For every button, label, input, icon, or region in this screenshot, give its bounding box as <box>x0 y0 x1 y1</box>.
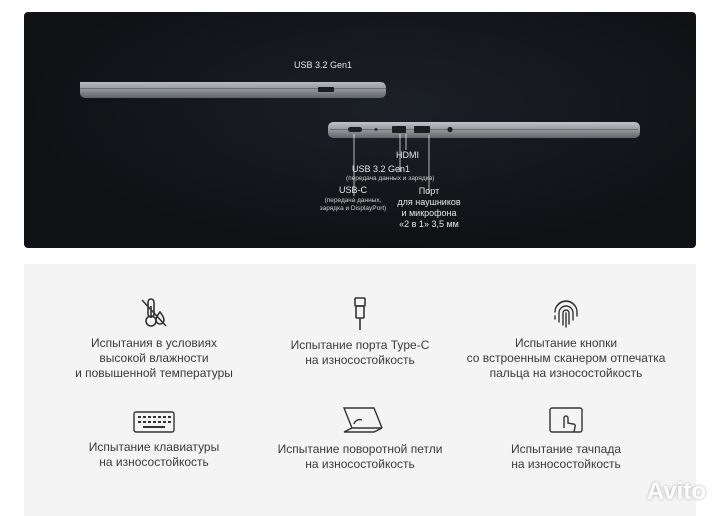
test-item-hinge: Испытание поворотной петли на износостой… <box>250 404 470 472</box>
audio-label-1: Порт <box>418 186 440 196</box>
touchpad-icon <box>549 407 583 433</box>
audio-label-2: для наушников <box>397 197 461 207</box>
test-label-humidity: Испытания в условиях высокой влажности и… <box>75 336 233 380</box>
test-item-keyboard: Испытание клавиатуры на износостойкость <box>44 410 264 470</box>
durability-tests-panel: Испытания в условиях высокой влажности и… <box>24 264 696 516</box>
humidity-temperature-icon <box>141 298 167 327</box>
laptop-left-side-image <box>80 82 386 98</box>
test-label-fingerprint: Испытание кнопки со встроенным сканером … <box>466 336 666 380</box>
test-item-touchpad: Испытание тачпада на износостойкость <box>456 406 676 472</box>
fingerprint-icon <box>554 300 578 328</box>
hdmi-label: HDMI <box>396 150 419 160</box>
usbc-sub-label-2: зарядка и DisplayPort) <box>319 205 387 212</box>
test-item-typec: Испытание порта Type-C на износостойкост… <box>250 296 470 368</box>
top-usb-label: USB 3.2 Gen1 <box>294 60 353 70</box>
test-item-humidity: Испытания в условиях высокой влажности и… <box>44 296 264 381</box>
usb-a-sub-label: (передача данных и зарядка) <box>346 175 435 182</box>
usbc-sub-label-1: (передача данных, <box>324 197 382 204</box>
port-leader-lines <box>353 134 430 196</box>
ports-panel: USB 3.2 Gen1 HDMI USB 3.2 Gen1 (передача… <box>24 12 696 248</box>
avito-watermark: Avito <box>646 478 706 505</box>
test-label-touchpad: Испытание тачпада на износостойкость <box>511 442 621 471</box>
usb-a-label: USB 3.2 Gen1 <box>352 164 411 174</box>
keyboard-icon <box>133 411 175 433</box>
test-item-fingerprint: Испытание кнопки со встроенным сканером … <box>456 296 676 381</box>
test-label-hinge: Испытание поворотной петли на износостой… <box>277 442 443 471</box>
audio-label-3: и микрофона <box>401 208 457 218</box>
type-c-port-icon <box>354 297 366 330</box>
hinge-icon <box>342 407 383 433</box>
test-label-keyboard: Испытание клавиатуры на износостойкость <box>88 440 220 469</box>
test-label-typec: Испытание порта Type-C на износостойкост… <box>290 338 430 367</box>
audio-label-4: «2 в 1» 3,5 мм <box>399 219 459 229</box>
usbc-label: USB-C <box>338 185 367 195</box>
